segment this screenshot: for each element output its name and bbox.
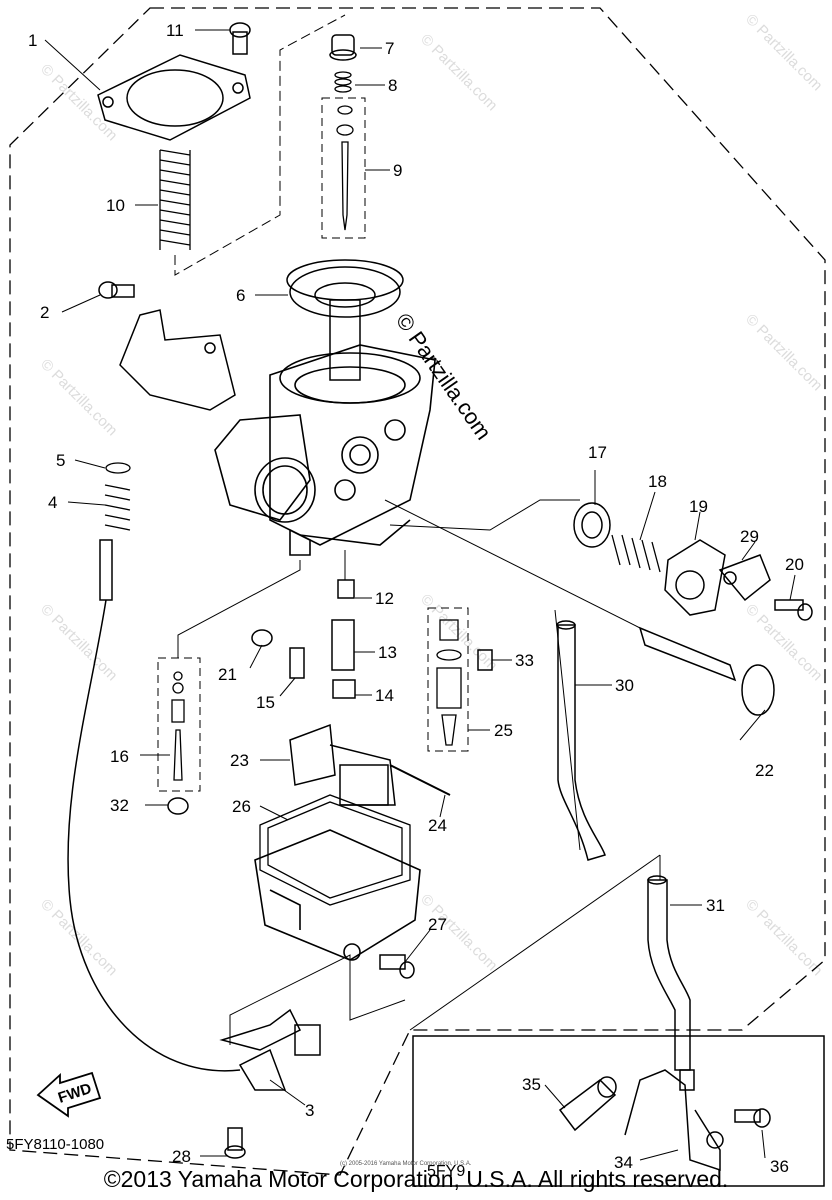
part-number-2: 2 [40, 303, 49, 322]
part-number-6: 6 [236, 286, 245, 305]
part-number-10: 10 [106, 196, 125, 215]
part-number-28: 28 [172, 1147, 191, 1166]
needle-jet [331, 579, 356, 699]
copyright-notice: ©2013 Yamaha Motor Corporation, U.S.A. A… [103, 1166, 729, 1192]
part-number-29: 29 [740, 527, 759, 546]
throttle-cable [67, 539, 241, 1072]
inset-screw-36 [734, 1108, 771, 1128]
part-number-16: 16 [110, 747, 129, 766]
part-number-36: 36 [770, 1157, 789, 1176]
part-number-12: 12 [375, 589, 394, 608]
part-number-11: 11 [166, 21, 184, 40]
watermark: © Partzilla.com [742, 601, 825, 684]
part-number-callouts: 1 2 3 4 5 6 7 8 9 10 11 12 13 14 15 16 1… [28, 21, 804, 1176]
float-chamber-gasket [259, 794, 411, 906]
part-number-3: 3 [305, 1101, 314, 1120]
watermark: © Partzilla.com [37, 896, 120, 979]
choke-screw [774, 599, 813, 621]
part-number-7: 7 [385, 39, 394, 58]
part-number-33: 33 [515, 651, 534, 670]
watermark: © Partzilla.com [742, 896, 825, 979]
float-pin [389, 764, 451, 796]
needle-valve-group-box [427, 607, 469, 752]
leader-line [174, 14, 346, 276]
part-number-14: 14 [375, 686, 394, 705]
leader-line [384, 499, 641, 629]
part-number-17: 17 [588, 443, 607, 462]
part-number-19: 19 [689, 497, 708, 516]
jet-washer [251, 629, 273, 647]
leader-line [554, 609, 581, 851]
part-number-31: 31 [706, 896, 725, 915]
part-number-22: 22 [755, 761, 774, 780]
part-number-32: 32 [110, 796, 129, 815]
diagram-code: 5FY8110-1080 [6, 1136, 105, 1153]
cover-screw [229, 22, 251, 55]
pilot-jet [289, 647, 305, 679]
carburetor-cover [97, 54, 251, 141]
choke-knob [638, 626, 775, 716]
part-number-9: 9 [393, 161, 402, 180]
part-number-30: 30 [615, 676, 634, 695]
assembly-boundary [9, 7, 826, 1176]
choke-plate [718, 554, 771, 602]
part-number-18: 18 [648, 472, 667, 491]
choke-plunger-cap [573, 502, 611, 548]
part-number-25: 25 [494, 721, 513, 740]
inset-hose-35 [558, 1076, 617, 1132]
choke-spring [611, 534, 661, 573]
inset-valve-34 [624, 1069, 724, 1172]
watermark: © Partzilla.com [742, 11, 825, 94]
part-number-23: 23 [230, 751, 249, 770]
part-number-4: 4 [48, 493, 57, 512]
needle-spring [334, 71, 352, 93]
float-chamber [254, 829, 421, 961]
fwd-arrow: FWD [36, 1071, 102, 1118]
partzilla-watermark: © Partzilla.com [391, 309, 497, 445]
inset-label: 5FY9 [427, 1163, 465, 1180]
watermark: © Partzilla.com [37, 356, 120, 439]
carburetor-body [214, 344, 436, 556]
pilot-screw-group-box [157, 657, 201, 792]
drain-tube [556, 620, 606, 861]
watermark: © Partzilla.com [417, 31, 500, 114]
needle-cap [329, 34, 357, 61]
part-number-1: 1 [28, 31, 37, 50]
watermark: © Partzilla.com [37, 61, 120, 144]
screw-28 [224, 1127, 246, 1159]
choke-housing [664, 539, 726, 616]
plug [167, 797, 189, 815]
part-number-34: 34 [614, 1153, 633, 1172]
throttle-lever [219, 1008, 321, 1091]
jet-needle [336, 105, 354, 231]
inset-box [412, 1035, 825, 1187]
throttle-bracket [119, 309, 236, 411]
throttle-stop-spring [104, 462, 131, 531]
needle-valve [436, 619, 462, 746]
throttle-spring [159, 149, 191, 250]
part-number-8: 8 [388, 76, 397, 95]
diaphragm [286, 259, 404, 381]
part-number-20: 20 [785, 555, 804, 574]
bracket-screw [98, 281, 135, 299]
watermark: © Partzilla.com [742, 311, 825, 394]
part-number-5: 5 [56, 451, 65, 470]
float [289, 723, 396, 806]
callout-leaders [44, 29, 796, 1161]
watermark: © Partzilla.com [417, 591, 500, 674]
part-number-21: 21 [218, 665, 237, 684]
watermark: © Partzilla.com [37, 601, 120, 684]
part-number-13: 13 [378, 643, 397, 662]
part-number-27: 27 [428, 915, 447, 934]
pilot-screw [171, 671, 185, 781]
copyright-small: (c) 2005-2016 Yamaha Motor Corporation, … [340, 1161, 472, 1167]
part-number-26: 26 [232, 797, 251, 816]
part-number-15: 15 [256, 693, 275, 712]
drain-screw [379, 954, 415, 979]
part-number-24: 24 [428, 816, 447, 835]
part-number-35: 35 [522, 1075, 541, 1094]
